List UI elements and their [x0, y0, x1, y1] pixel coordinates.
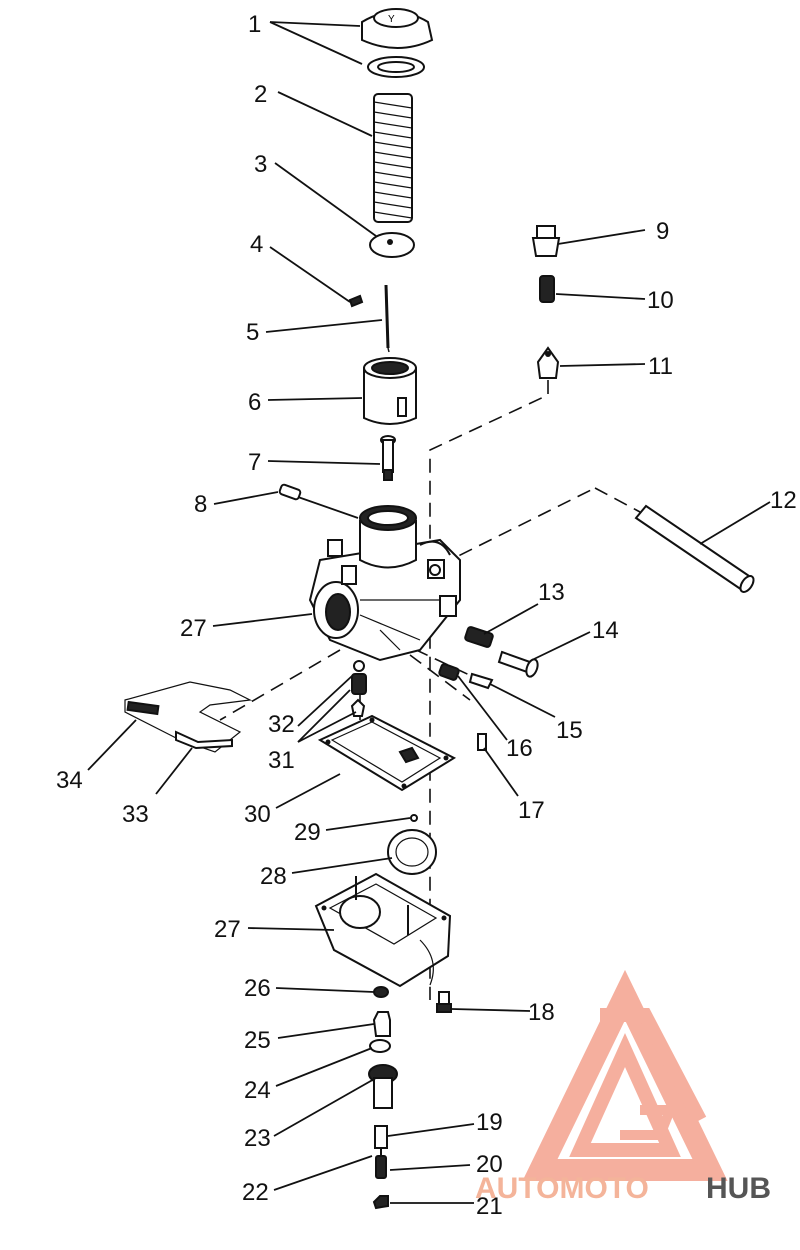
automotohub-logo [522, 969, 728, 1181]
callout-7: 7 [248, 449, 261, 476]
part-3-retainer-plate [369, 232, 415, 258]
part-10-small-spring [539, 275, 555, 303]
part-11-float-valve [536, 346, 560, 379]
callout-19: 19 [476, 1109, 503, 1136]
part-21-plug [372, 1195, 389, 1210]
callout-33: 33 [122, 801, 149, 828]
part-7-needle-jet [380, 435, 396, 481]
part-2-throttle-spring [373, 93, 413, 223]
callout-27-lower: 27 [214, 916, 241, 943]
callout-25: 25 [244, 1027, 271, 1054]
callout-4: 4 [250, 231, 263, 258]
part-29-check-ball [410, 814, 418, 822]
callout-27-upper: 27 [180, 615, 207, 642]
callout-24: 24 [244, 1077, 271, 1104]
part-18-drain-screw [436, 991, 452, 1013]
callout-20: 20 [476, 1151, 503, 1178]
svg-text:Y: Y [388, 14, 395, 25]
part-25-main-jet [372, 1011, 391, 1037]
callout-15: 15 [556, 717, 583, 744]
part-33-float-arm [175, 730, 233, 750]
part-28-float [387, 829, 437, 875]
part-26-washer [373, 986, 389, 998]
leader-lines [87, 21, 771, 1204]
part-8-cable-adjuster-cap [278, 483, 302, 501]
part-13-pilot-screw-spring [464, 626, 494, 648]
callout-1: 1 [248, 11, 261, 38]
callout-12: 12 [770, 487, 797, 514]
callout-29: 29 [294, 819, 321, 846]
part-1-top-cap: Y [361, 8, 434, 78]
callout-17: 17 [518, 797, 545, 824]
part-23-jet-holder [368, 1064, 398, 1109]
part-30-bowl-gasket [317, 714, 457, 792]
part-32-pilot-jet [351, 660, 367, 695]
part-6-throttle-slide [363, 357, 417, 425]
callout-34: 34 [56, 767, 83, 794]
part-4-e-clip [348, 294, 364, 308]
callout-14: 14 [592, 617, 619, 644]
part-24-o-ring [369, 1039, 391, 1053]
callout-3: 3 [254, 151, 267, 178]
callout-11: 11 [648, 353, 673, 380]
part-5-jet-needle [384, 284, 390, 353]
callout-16: 16 [506, 735, 533, 762]
callout-26: 26 [244, 975, 271, 1002]
watermark-text-part2: HUB [706, 1172, 771, 1205]
part-19-needle-jet-tube [374, 1125, 388, 1149]
callout-21: 21 [476, 1193, 503, 1220]
part-12-vent-tube [634, 504, 755, 593]
carburetor-body [308, 505, 461, 662]
callout-5: 5 [246, 319, 259, 346]
callout-13: 13 [538, 579, 565, 606]
callout-9: 9 [656, 218, 669, 245]
watermark-text-part1: AUTOMOTO [475, 1172, 649, 1205]
callout-22: 22 [242, 1179, 269, 1206]
callout-labels: 1 2 3 4 5 6 7 8 9 10 11 12 13 14 15 16 1… [56, 11, 797, 1220]
part-9-air-screw-fitting [531, 225, 561, 257]
callout-2: 2 [254, 81, 267, 108]
callout-6: 6 [248, 389, 261, 416]
callout-18: 18 [528, 999, 555, 1026]
part-15-pilot-screw-tip [468, 672, 494, 690]
callout-23: 23 [244, 1125, 271, 1152]
callout-28: 28 [260, 863, 287, 890]
callout-30: 30 [244, 801, 271, 828]
part-20-spring [375, 1155, 387, 1179]
callout-32: 32 [268, 711, 295, 738]
part-16-throttle-stop-spring [438, 663, 460, 681]
callout-8: 8 [194, 491, 207, 518]
part-34-float-bowl-gasket-outline [124, 681, 253, 753]
callout-10: 10 [647, 287, 674, 314]
part-14-pilot-air-screw [497, 650, 539, 678]
part-27-float-bowl [314, 872, 452, 988]
callout-31: 31 [268, 747, 295, 774]
part-17-small-screw [477, 733, 487, 751]
